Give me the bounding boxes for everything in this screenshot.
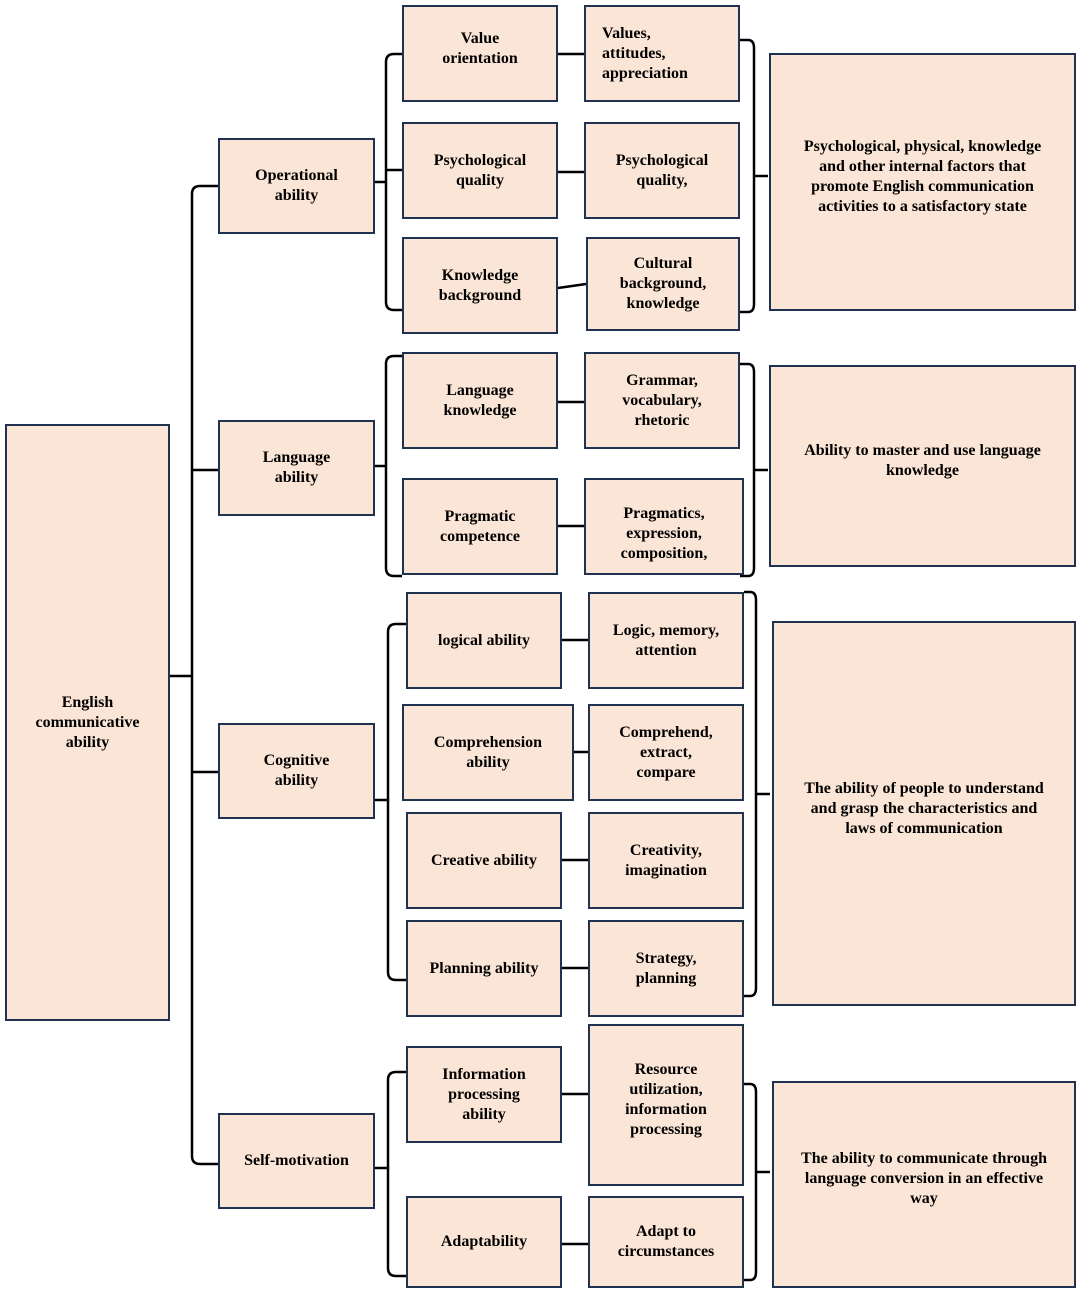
conn-op-3 — [557, 282, 587, 290]
category-cognitive: Cognitive ability — [218, 723, 375, 819]
item-knowledge-background: Knowledge background — [402, 237, 558, 334]
detail-cultural-background: Cultural background, knowledge — [586, 237, 740, 331]
item-pragmatic-competence: Pragmatic competence — [402, 478, 558, 575]
category-operational: Operational ability — [218, 138, 375, 234]
detail-adapt: Adapt to circumstances — [588, 1196, 744, 1288]
detail-comprehend: Comprehend, extract, compare — [588, 704, 744, 801]
item-psychological-quality: Psychological quality — [402, 122, 558, 219]
item-language-knowledge: Language knowledge — [402, 352, 558, 449]
category-self-motivation: Self-motivation — [218, 1113, 375, 1209]
root-node: English communicative ability — [5, 424, 170, 1021]
item-creative-ability: Creative ability — [406, 812, 562, 909]
description-operational: Psychological, physical, knowledge and o… — [769, 53, 1076, 311]
cog-right-bracket — [744, 590, 758, 998]
detail-pragmatics: Pragmatics, expression, composition, — [584, 478, 744, 575]
item-planning-ability: Planning ability — [406, 920, 562, 1017]
detail-psychological-quality: Psychological quality, — [584, 122, 740, 219]
description-cognitive: The ability of people to understand and … — [772, 621, 1076, 1006]
item-information-processing: Information processing ability — [406, 1046, 562, 1143]
root-bracket — [170, 184, 218, 1166]
language-bracket — [384, 354, 402, 578]
detail-creativity: Creativity, imagination — [588, 812, 744, 909]
detail-logic: Logic, memory, attention — [588, 592, 744, 689]
operational-bracket — [384, 52, 402, 312]
detail-resource-utilization: Resource utilization, information proces… — [588, 1024, 744, 1186]
detail-values: Values, attitudes, appreciation — [584, 5, 740, 102]
op-right-bracket — [740, 38, 756, 314]
description-language: Ability to master and use language knowl… — [769, 365, 1076, 567]
category-language: Language ability — [218, 420, 375, 516]
cognitive-bracket — [386, 622, 406, 982]
item-comprehension-ability: Comprehension ability — [402, 704, 574, 801]
item-value-orientation: Value orientation — [402, 5, 558, 102]
self-right-bracket — [744, 1082, 758, 1282]
description-self-motivation: The ability to communicate through langu… — [772, 1081, 1076, 1288]
detail-strategy: Strategy, planning — [588, 920, 744, 1017]
detail-grammar: Grammar, vocabulary, rhetoric — [584, 352, 740, 449]
item-adaptability: Adaptability — [406, 1196, 562, 1288]
self-bracket — [386, 1070, 406, 1278]
item-logical-ability: logical ability — [406, 592, 562, 689]
